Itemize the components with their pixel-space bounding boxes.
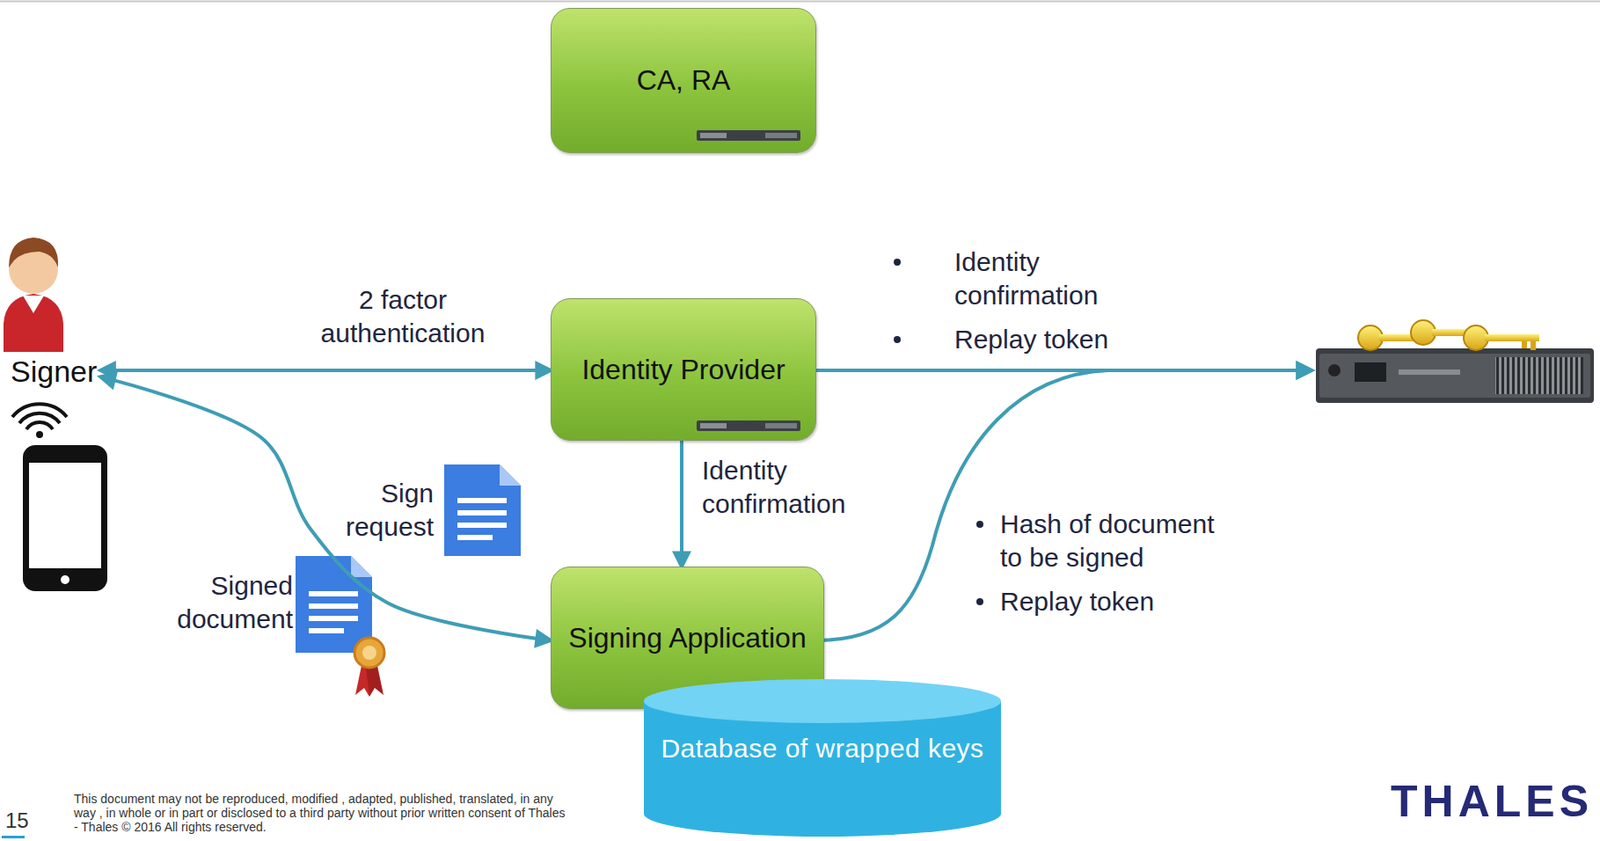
- edge-label: 2 factor authentication: [297, 283, 509, 350]
- bullet-text: Identity confirmation: [954, 245, 1144, 312]
- node-text: CA, RA: [636, 63, 731, 97]
- node-text: Identity Provider: [581, 352, 785, 387]
- actor-label: Signer: [10, 353, 97, 390]
- edge-label: Identity confirmation: [701, 453, 896, 520]
- brand-logo: THALES: [1390, 779, 1593, 824]
- arrow-to-hsm: [816, 370, 1312, 641]
- bullet-text: Hash of document to be signed: [998, 507, 1238, 574]
- connector-arrow: [100, 368, 551, 373]
- ca-box: CA, RA: [550, 7, 817, 154]
- node-text: Signing Application: [568, 621, 806, 655]
- bullet: [976, 520, 984, 528]
- process-box: Identity Provider: [550, 298, 817, 441]
- server-icon: [696, 130, 801, 141]
- page-number: 15: [5, 807, 30, 834]
- server-icon: [696, 420, 801, 432]
- document-icon: [444, 464, 521, 556]
- hsm-appliance: [1315, 348, 1594, 403]
- connector-arrow: [679, 440, 684, 567]
- bullet: [976, 598, 984, 606]
- person-icon: [3, 237, 64, 352]
- bullet: [893, 258, 901, 266]
- node-text: Signer: [10, 353, 97, 390]
- document-label: Signed document: [160, 569, 293, 636]
- edge-label: Sign request: [328, 476, 434, 543]
- signed-document-icon: [295, 555, 385, 697]
- bullet: [893, 336, 901, 344]
- bullet-text: Replay token: [998, 584, 1156, 619]
- bullet-text: Replay token: [954, 322, 1109, 357]
- node-text: Database of wrapped keys: [660, 732, 984, 765]
- top-rule: [0, 0, 1600, 3]
- key-icons: [1358, 320, 1540, 351]
- page-number-underline: [1, 835, 25, 839]
- phone-icon: [12, 403, 108, 592]
- database-cylinder: Database of wrapped keys: [642, 678, 1002, 837]
- cylinder-top: [643, 679, 1001, 724]
- connector-arrow: [100, 376, 551, 641]
- copyright-note: This document may not be reproduced, mod…: [73, 791, 567, 834]
